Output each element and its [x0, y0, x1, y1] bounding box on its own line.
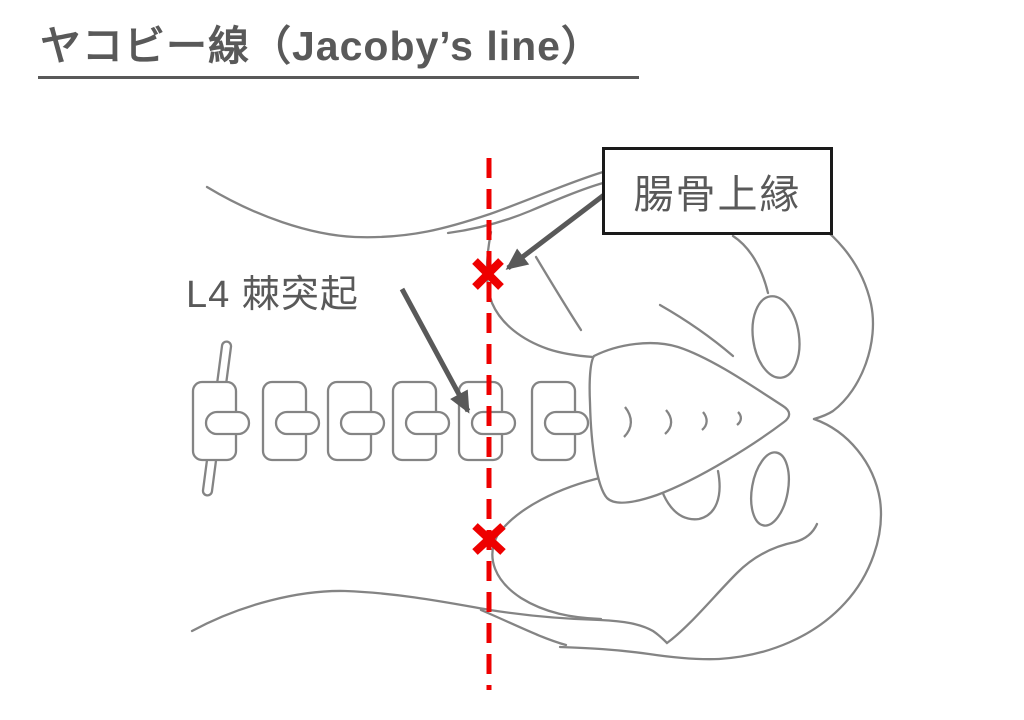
x-mark-iliac-crest [472, 258, 504, 290]
ilium-inner-line [731, 234, 770, 295]
upper-ilium-foramen [751, 295, 801, 379]
iliac-fossa-line [534, 255, 583, 332]
vertebra-l4 [457, 380, 517, 462]
sacrum-outline [588, 341, 791, 504]
sacral-arc [623, 406, 633, 438]
pelvic-brim-line [485, 230, 595, 359]
iliac-crest-label-box: 腸骨上縁 [602, 147, 833, 235]
iliac-crest-line [446, 181, 605, 235]
arrow-to-iliac-crest [505, 193, 606, 270]
arrow-to-l4 [399, 287, 471, 414]
sacral-arc [664, 409, 673, 435]
lumbar-spine [191, 340, 791, 504]
body-lower-contour [190, 522, 819, 645]
annotation-arrows [399, 193, 606, 414]
sacral-arc [736, 411, 743, 426]
jacoby-line-group [472, 158, 506, 690]
spinous-process [404, 410, 451, 436]
lower-ilium-outline [558, 417, 883, 661]
spinous-process [204, 410, 251, 436]
sacral-arcs [623, 406, 743, 438]
vertebra-l5 [530, 380, 590, 462]
buttock-outline [479, 608, 568, 647]
sacral-arc [701, 411, 708, 431]
vertebra-2 [261, 380, 321, 462]
x-mark-l4-level [472, 523, 506, 555]
spinous-process [470, 410, 517, 436]
spinous-process [543, 410, 590, 436]
vertebra-1 [191, 380, 251, 462]
vertebra-4 [391, 380, 451, 462]
lower-ilium-foramen [749, 451, 791, 527]
body-upper-contour [205, 170, 605, 239]
l4-spinous-process-label: L4 棘突起 [186, 274, 359, 316]
page-title: ヤコビー線（Jacoby’s line） [38, 22, 639, 80]
spinous-process [339, 410, 386, 436]
iliac-crest-label: 腸骨上縁 [633, 173, 802, 217]
vertebra-3 [326, 380, 386, 462]
spinous-process [274, 410, 321, 436]
si-joint-line [658, 303, 735, 358]
ischium-inner-line [491, 475, 606, 621]
